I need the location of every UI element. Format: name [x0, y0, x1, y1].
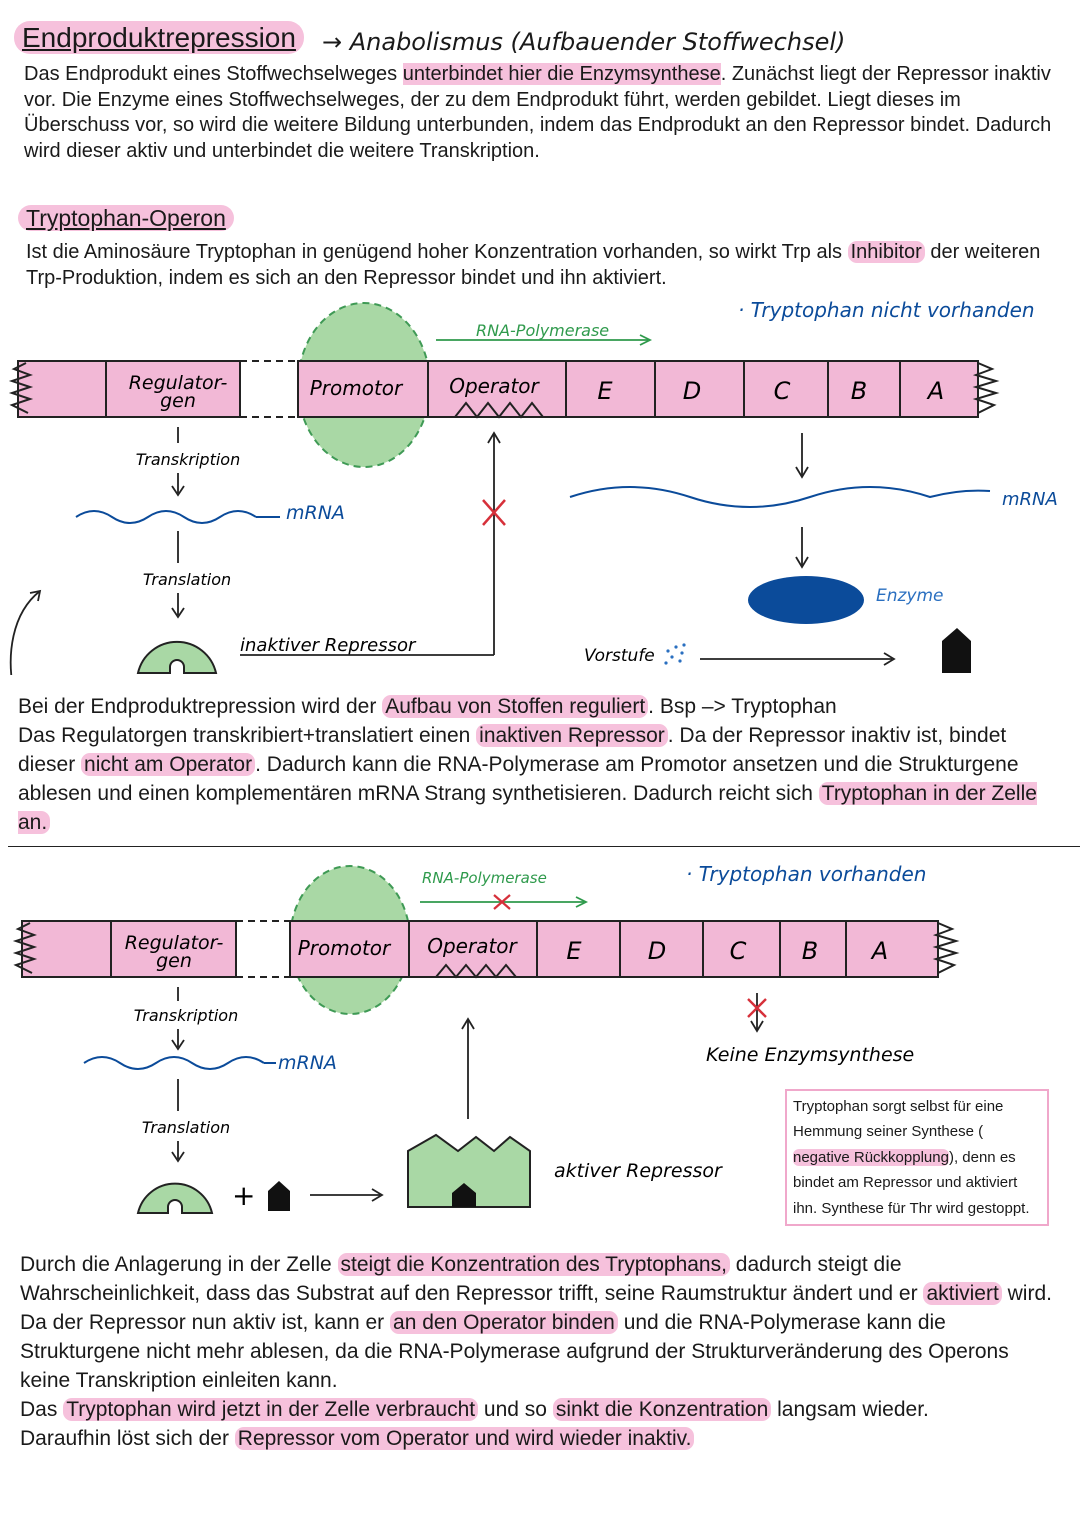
- gene-b-label: B: [851, 377, 867, 405]
- operator-label-2: Operator: [427, 934, 518, 958]
- no-enzyme-synthesis-label: Keine Enzymsynthese: [706, 1044, 914, 1066]
- gene-d-label-2: D: [648, 937, 666, 965]
- dna-right-end-icon-2: [932, 922, 960, 974]
- regulator-gene-label-2: gen: [160, 390, 196, 412]
- regulator-gene-label: Regulator-: [129, 372, 228, 394]
- subtitle-anabolismus: → Anabolismus (Aufbauender Stoffwechsel): [322, 28, 846, 56]
- active-repressor-label: aktiver Repressor: [554, 1160, 723, 1182]
- feedback-arrow-icon: [9, 590, 41, 675]
- gene-a-label-2: A: [870, 937, 888, 965]
- mrna-wave-left: [75, 510, 257, 524]
- vorstufe-label: Vorstufe: [584, 646, 655, 666]
- section-divider: [8, 846, 1080, 847]
- mid-paragraph: Bei der Endproduktrepression wird der Au…: [18, 695, 1037, 834]
- operon-diagram-no-tryptophan: Regulator- gen Promotor Operator E D C B…: [8, 298, 1058, 675]
- dna-left-segment-2: [21, 920, 237, 978]
- inactive-repressor-icon: [136, 640, 218, 674]
- enzyme-label: Enzyme: [876, 586, 944, 606]
- regulator-gene-label-b: Regulator-: [125, 932, 224, 954]
- gene-c-label: C: [774, 377, 791, 405]
- rna-polymerase-label: RNA-Polymerase: [476, 321, 609, 340]
- tryptophan-endproduct-icon: [942, 628, 971, 673]
- translation-label-2: Translation: [142, 1118, 230, 1137]
- bottom-paragraph: Durch die Anlagerung in der Zelle steigt…: [20, 1253, 1052, 1450]
- dna-left-segment: [17, 360, 241, 418]
- feedback-note-box: Tryptophan sorgt selbst für eine Hemmung…: [785, 1089, 1049, 1227]
- precursor-dots-icon: [664, 643, 686, 665]
- condition-label: · Tryptophan nicht vorhanden: [738, 298, 1035, 322]
- transkription-label: Transkription: [136, 450, 240, 469]
- enzyme-icon: [748, 576, 864, 624]
- inactive-repressor-label: inaktiver Repressor: [240, 635, 417, 656]
- mrna-right-label: mRNA: [1002, 489, 1058, 510]
- operator-label: Operator: [449, 374, 540, 398]
- mrna-label-2: mRNA: [278, 1052, 337, 1074]
- gene-e-label-2: E: [566, 937, 582, 965]
- dna-left-end-icon-2: [12, 922, 38, 974]
- gene-e-label: E: [597, 377, 613, 405]
- operator-binding-site: [454, 401, 544, 419]
- mrna-wave-2: [83, 1056, 265, 1070]
- intro-paragraph: Das Endprodukt eines Stoffwechselweges u…: [24, 63, 1052, 162]
- dna-right-segment: [297, 360, 979, 418]
- dna-left-end-icon: [8, 362, 34, 414]
- regulator-gene-label-b2: gen: [156, 950, 192, 972]
- gene-b-label-2: B: [802, 937, 818, 965]
- tryptophan-icon: [268, 1181, 290, 1211]
- dna-right-end-icon: [972, 362, 1000, 414]
- translation-label: Translation: [143, 570, 231, 589]
- plus-sign: +: [232, 1179, 255, 1212]
- dna-right-segment-2: [289, 920, 939, 978]
- inactive-repressor-icon-2: [136, 1182, 214, 1214]
- gene-c-label-2: C: [730, 937, 747, 965]
- section-title-tryptophan-operon: Tryptophan-Operon: [18, 205, 234, 232]
- mrna-left-label: mRNA: [286, 502, 345, 524]
- bound-tryptophan-icon: [452, 1183, 476, 1207]
- rna-polymerase-label-2: RNA-Polymerase: [422, 869, 547, 887]
- trp-intro-paragraph: Ist die Aminosäure Tryptophan in genügen…: [26, 241, 1041, 289]
- active-repressor-icon: [407, 1133, 531, 1208]
- page-title: Endproduktrepression: [14, 21, 304, 54]
- promotor-label: Promotor: [310, 376, 404, 400]
- operon-diagram-tryptophan-present: Regulator- gen Promotor Operator E D C B…: [12, 862, 960, 1214]
- transkription-label-2: Transkription: [134, 1006, 238, 1025]
- mrna-wave-right: [569, 486, 991, 508]
- gene-d-label: D: [683, 377, 701, 405]
- operator-binding-site-2: [435, 963, 517, 979]
- gene-a-label: A: [926, 377, 944, 405]
- promotor-label-2: Promotor: [298, 936, 392, 960]
- condition-label-2: · Tryptophan vorhanden: [686, 862, 926, 886]
